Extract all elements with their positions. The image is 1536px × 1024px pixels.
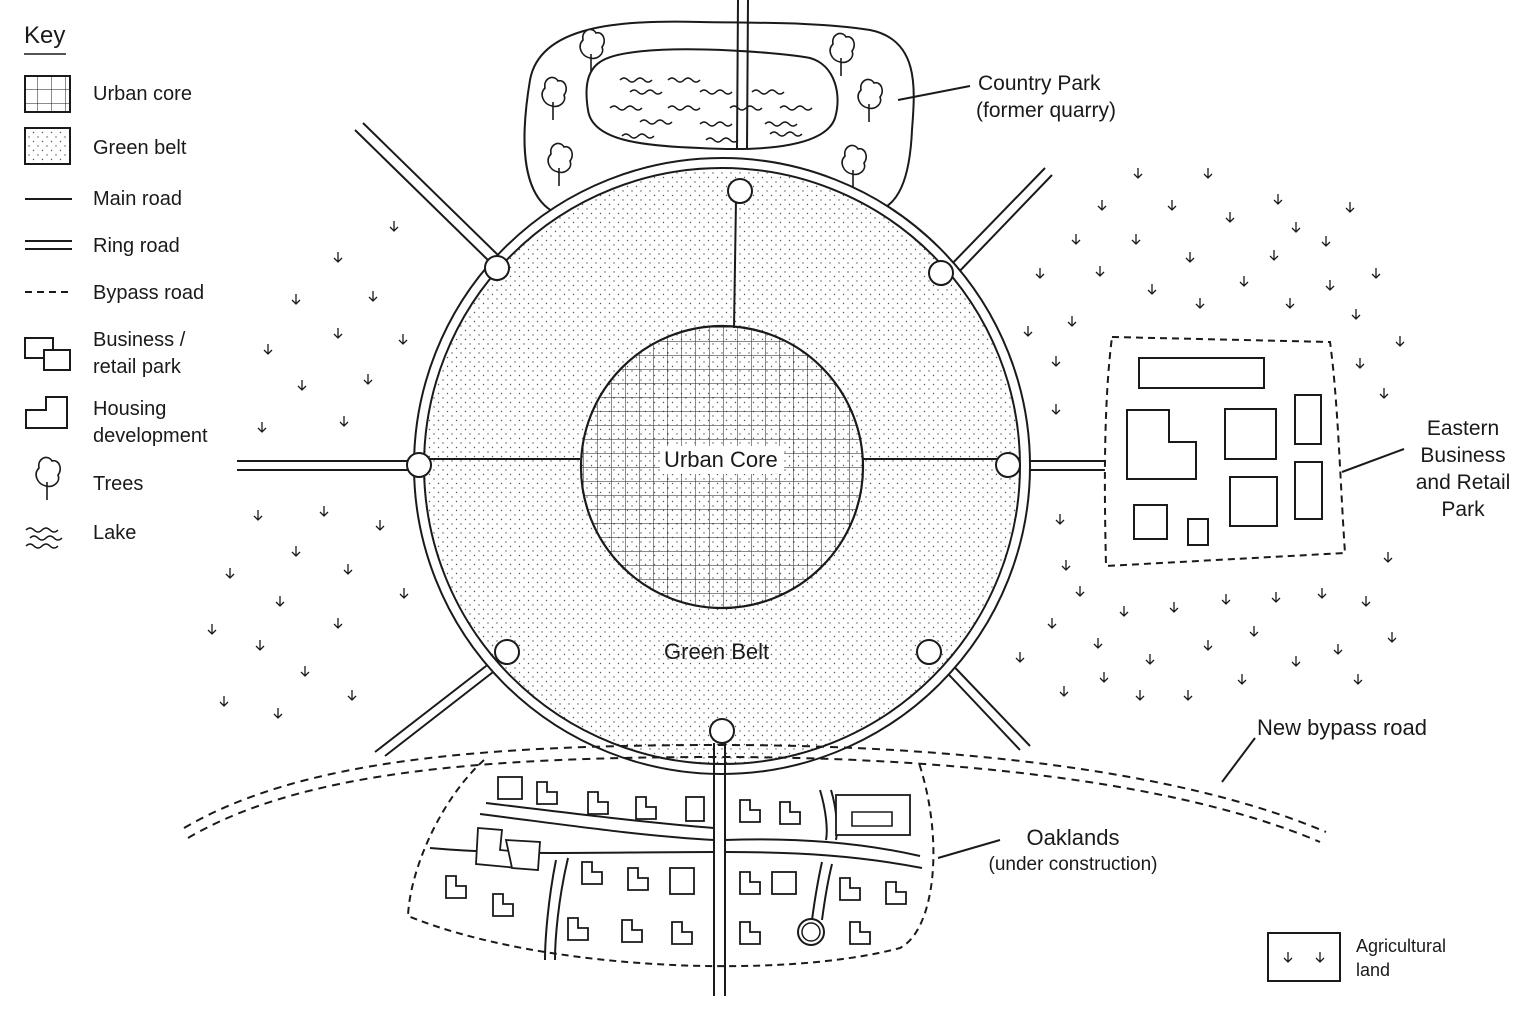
- business-park-label: Eastern Business and Retail Park: [1410, 415, 1516, 523]
- inner-spokes: [428, 199, 1010, 460]
- oaklands-line1: Oaklands: [1026, 825, 1120, 850]
- key-label-housing: Housing development: [93, 396, 208, 450]
- key-title: Key: [24, 22, 66, 49]
- key-label-lake: Lake: [93, 522, 137, 544]
- key-label-business-park: Business / retail park: [93, 327, 185, 381]
- key-label-housing-line2: development: [93, 425, 208, 447]
- key-business-park-icon: [24, 337, 71, 371]
- key-label-trees: Trees: [93, 473, 144, 495]
- bypass-road: [183, 743, 1327, 843]
- country-park-line2: (former quarry): [976, 99, 1117, 122]
- green-belt-label: Green Belt: [664, 639, 770, 664]
- key-label-green-belt: Green belt: [93, 137, 187, 159]
- north-road: [736, 0, 749, 149]
- key-label-business-park-line1: Business /: [93, 329, 186, 351]
- country-park-label: Country Park (former quarry): [976, 70, 1117, 124]
- business-park-line3: and Retail: [1415, 471, 1511, 494]
- key-tree-icon: [35, 456, 62, 501]
- agri-line2: land: [1356, 960, 1391, 980]
- key-label-housing-line1: Housing: [93, 398, 167, 420]
- key-label-bypass-road: Bypass road: [93, 282, 205, 304]
- country-park-lake: [585, 48, 839, 151]
- key-ring-road-line: [25, 240, 72, 250]
- key-label-urban-core: Urban core: [93, 83, 192, 105]
- key-lake-icon: [25, 527, 63, 549]
- agri-line1: Agricultural: [1356, 936, 1447, 956]
- eastern-business-park: [1103, 335, 1347, 568]
- agricultural-land-label: Agricultural land: [1356, 934, 1446, 982]
- key-legend: [24, 53, 72, 549]
- key-label-main-road: Main road: [93, 188, 182, 210]
- oaklands-development: [406, 743, 935, 996]
- key-green-belt-swatch: [24, 127, 71, 165]
- oaklands-houses: [445, 776, 911, 945]
- key-housing-icon: [25, 396, 68, 429]
- junctions: [406, 178, 1021, 744]
- oaklands-line2: (under construction): [988, 854, 1158, 875]
- bypass-road-label: New bypass road: [1257, 715, 1427, 740]
- business-park-line4: Park: [1441, 498, 1485, 521]
- agricultural-land-legend: [1267, 932, 1341, 982]
- radial-roads: [237, 122, 1107, 757]
- business-park-line2: Business: [1420, 444, 1506, 467]
- key-label-business-park-line2: retail park: [93, 356, 181, 378]
- business-park-line1: Eastern: [1426, 417, 1500, 440]
- key-urban-core-swatch: [24, 75, 71, 113]
- urban-core-label: Urban Core: [664, 447, 778, 472]
- country-park-area: [523, 20, 915, 217]
- country-park-line1: Country Park: [978, 72, 1101, 95]
- oaklands-label: Oaklands (under construction): [982, 824, 1164, 878]
- key-label-ring-road: Ring road: [93, 235, 180, 257]
